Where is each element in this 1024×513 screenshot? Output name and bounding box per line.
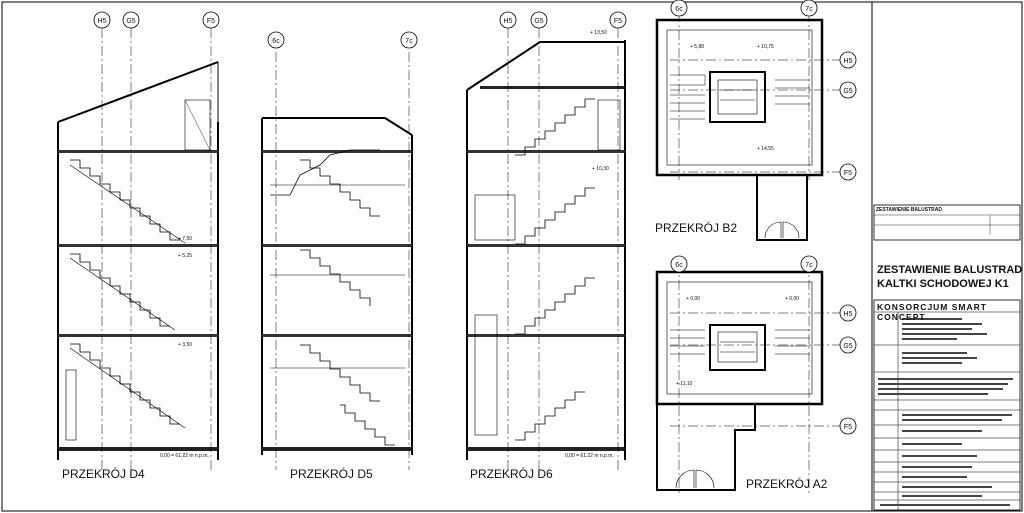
axis-bubble-d5-1: 7c xyxy=(400,31,418,49)
title-block xyxy=(873,204,1021,511)
axis-bubble-d4-1: G5 xyxy=(122,11,140,29)
level-mark: + 3,50 xyxy=(178,342,192,348)
a2-level-mark: + 0,00 xyxy=(785,296,799,302)
axis-bubble-d5-0: 6c xyxy=(267,31,285,49)
axis-label: 7c xyxy=(405,38,413,45)
axis-bubble-b2-4: F5 xyxy=(839,163,857,181)
drawing-title-line1: ZESTAWIENIE BALUSTRAD xyxy=(877,264,1023,276)
axis-bubble-d6-1: G5 xyxy=(530,11,548,29)
axis-label: H5 xyxy=(504,18,513,25)
level-mark: + 5,25 xyxy=(178,253,192,259)
axis-label: G5 xyxy=(534,18,543,25)
axis-bubble-d6-2: F5 xyxy=(609,11,627,29)
b2-level-mark: + 14,55 xyxy=(757,146,774,152)
axis-bubble-a2-3: G5 xyxy=(839,336,857,354)
axis-label: F5 xyxy=(844,424,852,431)
axis-bubble-b2-0: 6c xyxy=(670,0,688,17)
section-d6 xyxy=(466,28,626,470)
level-marks: + 7,50 + 5,25 + 3,50 + 10,30 + 13,50 + 5,88 + … xyxy=(178,30,799,387)
axis-bubble-d6-0: H5 xyxy=(499,11,517,29)
company-name: KONSORCJUM SMART CONCEPT xyxy=(877,302,987,322)
axis-label: F5 xyxy=(207,18,215,25)
a2-level-mark: + 0,00 xyxy=(686,296,700,302)
caption-b2: PRZEKRÓJ B2 xyxy=(655,220,737,235)
axis-bubble-b2-1: 7c xyxy=(800,0,818,17)
title-block-list-heading: ZESTAWIENIE BALUSTRAD xyxy=(876,207,943,213)
axis-label: H5 xyxy=(98,18,107,25)
axis-bubble-d4-0: H5 xyxy=(93,11,111,29)
axis-bubble-b2-2: H5 xyxy=(839,51,857,69)
axis-label: G5 xyxy=(126,18,135,25)
axis-label: H5 xyxy=(844,311,853,318)
section-b2 xyxy=(655,12,840,241)
section-d4 xyxy=(57,28,219,470)
caption-a2: PRZEKRÓJ A2 xyxy=(746,476,828,491)
caption-d5: PRZEKRÓJ D5 xyxy=(290,466,373,481)
level-mark: + 10,30 xyxy=(592,166,609,172)
axis-label: 7c xyxy=(805,6,813,13)
axis-bubble-a2-2: H5 xyxy=(839,304,857,322)
axis-label: G5 xyxy=(843,88,852,95)
axis-label: F5 xyxy=(844,170,852,177)
elevation-d6: 0,00 = 61,22 m n.p.m. xyxy=(565,453,614,459)
b2-level-mark: + 10,75 xyxy=(757,44,774,50)
a2-level-mark: + 11,10 xyxy=(676,381,693,387)
level-mark: + 13,50 xyxy=(590,30,607,36)
axis-bubble-b2-3: G5 xyxy=(839,81,857,99)
axis-label: G5 xyxy=(843,343,852,350)
axis-bubble-a2-1: 7c xyxy=(800,255,818,273)
axis-label: F5 xyxy=(614,18,622,25)
axis-bubble-d4-2: F5 xyxy=(202,11,220,29)
axis-label: 6c xyxy=(272,38,280,45)
b2-level-mark: + 5,88 xyxy=(690,44,704,50)
caption-d4: PRZEKRÓJ D4 xyxy=(62,466,145,481)
axis-bubble-a2-4: F5 xyxy=(839,417,857,435)
section-d5 xyxy=(261,52,413,470)
axis-bubble-a2-0: 6c xyxy=(670,255,688,273)
axis-label: H5 xyxy=(844,58,853,65)
drawing-title-line2: KALTKI SCHODOWEJ K1 xyxy=(877,278,1009,290)
axis-label: 6c xyxy=(675,262,683,269)
axis-label: 7c xyxy=(805,262,813,269)
elevation-d4: 0,00 = 61,22 m n.p.m. xyxy=(160,453,209,459)
axis-label: 6c xyxy=(675,6,683,13)
section-a2 xyxy=(655,262,840,495)
level-mark: + 7,50 xyxy=(178,236,192,242)
caption-d6: PRZEKRÓJ D6 xyxy=(470,466,553,481)
